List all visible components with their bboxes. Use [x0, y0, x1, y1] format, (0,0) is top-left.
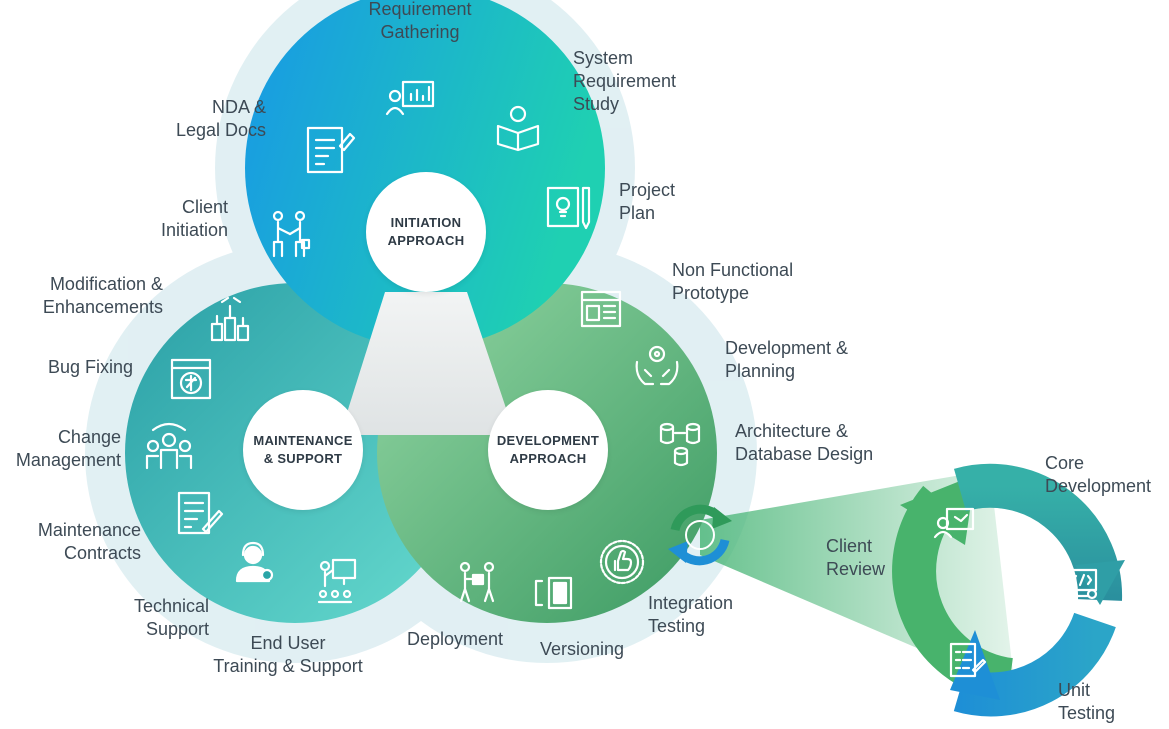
label-project-plan: Project Plan — [619, 179, 675, 225]
bug-window-icon — [170, 358, 212, 400]
label-line: Requirement — [573, 71, 677, 91]
label-line: Enhancements — [42, 297, 163, 317]
label-line: Technical — [133, 596, 209, 616]
label-line: Testing — [648, 616, 706, 636]
label-line: Support — [145, 619, 209, 639]
label-client-initiation: Client Initiation — [118, 196, 228, 242]
hub-line: APPROACH — [387, 233, 465, 248]
database-transfer-icon — [659, 422, 701, 467]
hub-line: MAINTENANCE — [253, 433, 353, 448]
label-versioning: Versioning — [540, 638, 624, 661]
label-architecture-database: Architecture & Database Design — [735, 420, 873, 466]
label-line: NDA & — [211, 97, 266, 117]
label-end-user-training: End User Training & Support — [200, 632, 376, 678]
hands-gear-icon — [635, 345, 679, 386]
label-line: Gathering — [380, 22, 460, 42]
delivery-people-icon — [459, 561, 495, 603]
label-line: End User — [250, 633, 326, 653]
label-line: Management — [15, 450, 121, 470]
core-development-arrowhead — [1075, 560, 1125, 605]
label-modification-enhancements: Modification & Enhancements — [10, 273, 163, 319]
label-line: Development & — [725, 338, 849, 358]
checklist-icon — [949, 642, 987, 678]
reading-person-icon — [496, 105, 540, 152]
initiation-hub: INITIATION APPROACH — [366, 172, 486, 292]
maintenance-hub: MAINTENANCE & SUPPORT — [243, 390, 363, 510]
label-line: Study — [573, 94, 620, 114]
label-core-development: Core Development — [1045, 452, 1151, 498]
label-line: Development — [1045, 476, 1152, 496]
web-layout-icon — [580, 290, 622, 328]
label-integration-testing: Integration Testing — [648, 592, 733, 638]
clipboard-idea-icon — [546, 186, 591, 230]
label-line: Plan — [619, 203, 656, 223]
label-line: Initiation — [160, 220, 228, 240]
trainer-board-icon — [317, 558, 357, 604]
label-non-functional-prototype: Non Functional Prototype — [672, 259, 793, 305]
label-line: Bug Fixing — [47, 357, 133, 377]
hub-line: DEVELOPMENT — [496, 433, 600, 448]
client-review-arrowhead — [900, 475, 975, 545]
support-agent-icon — [235, 541, 274, 583]
center-triangle — [340, 292, 515, 435]
label-line: Architecture & — [735, 421, 849, 441]
label-line: Planning — [725, 361, 796, 381]
label-line: Non Functional — [672, 260, 794, 280]
label-bug-fixing: Bug Fixing — [20, 356, 133, 379]
label-line: Versioning — [540, 639, 625, 659]
label-line: Contracts — [63, 543, 141, 563]
label-line: Database Design — [735, 444, 874, 464]
label-line: Change — [57, 427, 121, 447]
development-hub: DEVELOPMENT APPROACH — [488, 390, 608, 510]
hub-line: INITIATION — [390, 215, 462, 230]
label-line: Project — [619, 180, 676, 200]
label-unit-testing: Unit Testing — [1058, 679, 1115, 725]
label-line: Prototype — [672, 283, 750, 303]
label-line: Client — [826, 536, 873, 556]
label-client-review: Client Review — [826, 535, 885, 581]
label-technical-support: Technical Support — [100, 595, 209, 641]
label-deployment: Deployment — [407, 628, 503, 651]
label-line: Modification & — [49, 274, 163, 294]
label-line: System — [573, 48, 634, 68]
document-pen-icon — [306, 126, 356, 174]
label-development-planning: Development & Planning — [725, 337, 848, 383]
label-change-management: Change Management — [0, 426, 121, 472]
label-line: Core — [1045, 453, 1085, 473]
label-line: Training & Support — [213, 656, 363, 676]
refresh-cycle-icon — [668, 504, 732, 566]
contract-sign-icon — [177, 491, 224, 535]
label-line: Requirement — [368, 0, 472, 19]
label-line: Maintenance — [37, 520, 141, 540]
label-line: Deployment — [407, 629, 504, 649]
cycle-ring — [892, 463, 1125, 717]
label-line: Legal Docs — [175, 120, 266, 140]
label-line: Unit — [1058, 680, 1091, 700]
label-maintenance-contracts: Maintenance Contracts — [10, 519, 141, 565]
label-line: Testing — [1058, 703, 1116, 723]
label-system-requirement-study: System Requirement Study — [573, 47, 676, 116]
presentation-chart-icon — [385, 80, 435, 116]
version-bracket-icon — [534, 576, 573, 610]
label-line: Review — [826, 559, 886, 579]
label-nda-legal-docs: NDA & Legal Docs — [140, 96, 266, 142]
label-line: Integration — [648, 593, 734, 613]
handshake-icon — [272, 210, 311, 258]
hub-line: & SUPPORT — [263, 451, 343, 466]
thumbs-up-badge-icon — [599, 539, 645, 585]
review-screen-icon — [933, 507, 975, 539]
code-monitor-icon — [1066, 568, 1098, 600]
hub-line: APPROACH — [509, 451, 587, 466]
label-line: Client — [181, 197, 228, 217]
team-group-icon — [145, 422, 193, 470]
raised-hands-icon — [210, 296, 250, 342]
label-requirement-gathering: Requirement Gathering — [350, 0, 490, 44]
